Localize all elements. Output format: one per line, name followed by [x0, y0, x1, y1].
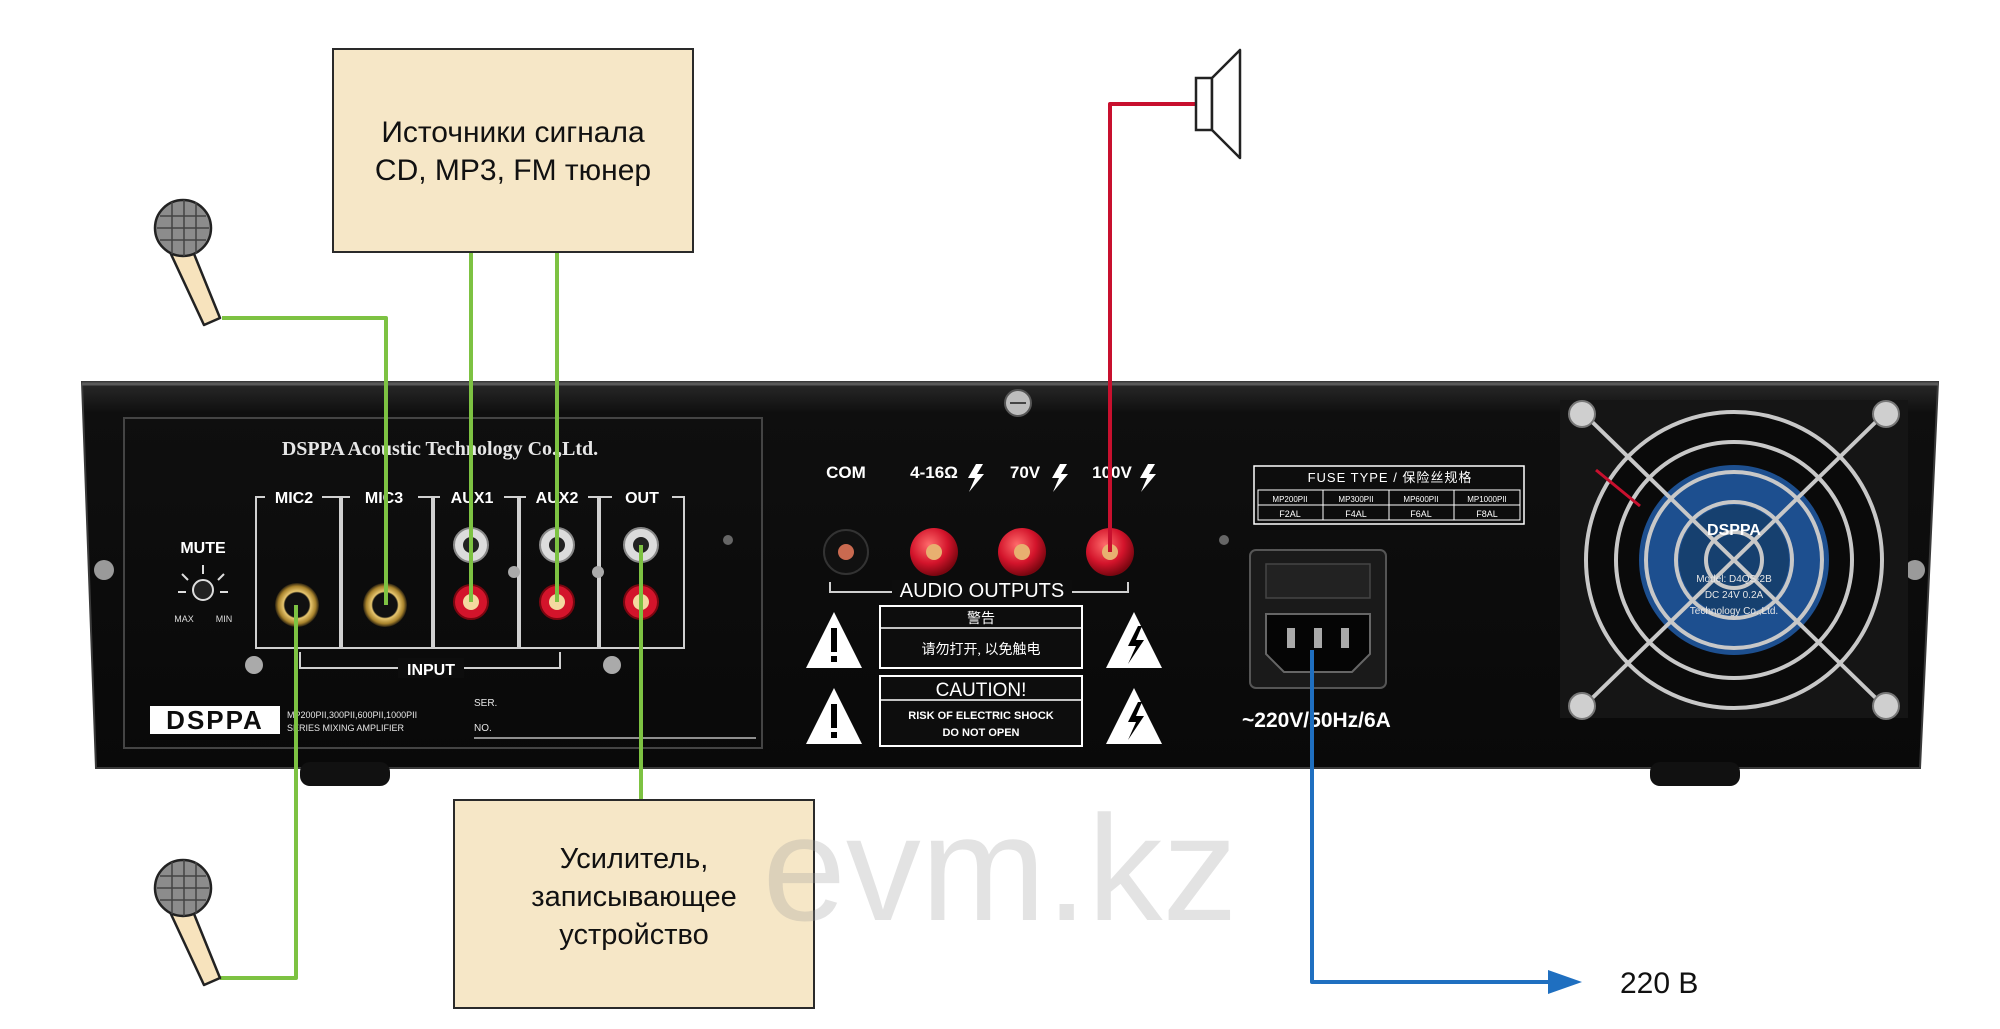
audio-outputs-section: COM 4-16Ω 70V 100V AUDIO OUTPUTS [806, 463, 1162, 747]
blue-wire-mains [1310, 650, 1552, 984]
model-line-2: SERIES MIXING AMPLIFIER [287, 723, 405, 733]
screw-icon [603, 656, 621, 674]
audio-outputs-label: AUDIO OUTPUTS [900, 580, 1064, 602]
ground-screw-icon [592, 566, 604, 578]
amp-line-2: записывающее [531, 881, 736, 913]
fuse-value-cell: F6AL [1410, 509, 1432, 519]
caution-line-1: RISK OF ELECTRIC SHOCK [908, 710, 1054, 722]
iec-power-socket[interactable] [1249, 549, 1387, 689]
70v-label: 70V [1010, 463, 1041, 482]
svg-text:DSPPA: DSPPA [166, 705, 264, 735]
mains-voltage-label: 220 В [1620, 967, 1698, 1000]
com-label: COM [826, 463, 866, 482]
warning-triangle-icon [806, 688, 862, 744]
70v-terminal[interactable] [998, 528, 1046, 576]
fuse-model-cell: MP600PII [1403, 495, 1438, 504]
shock-triangle-icon [1106, 612, 1162, 668]
lightning-icon [968, 464, 984, 492]
mute-label: MUTE [180, 540, 226, 557]
caution-line-2: DO NOT OPEN [942, 727, 1019, 739]
fan-model-line: Model: D4QS-2B [1696, 574, 1772, 585]
loudspeaker-icon [1194, 48, 1242, 160]
fan-brand: DSPPA [1707, 522, 1761, 539]
warning-cn-text: 请勿打开, 以免触电 [922, 641, 1041, 658]
wiring [220, 102, 1582, 994]
amplifier-recorder-box: Усилитель, записывающее устройство [453, 799, 815, 1009]
ohm-terminal[interactable] [910, 528, 958, 576]
arrow-right-icon [1548, 970, 1582, 994]
sources-line-2: CD, MP3, FM тюнер [375, 154, 651, 187]
mic2-label: MIC2 [275, 490, 313, 507]
max-label: MAX [174, 614, 194, 624]
watermark: evm.kz [762, 784, 1237, 952]
fuse-table-title: FUSE TYPE / 保险丝规格 [1308, 470, 1473, 485]
caution-title: CAUTION! [936, 680, 1027, 701]
com-terminal[interactable] [823, 529, 869, 575]
ser-label: SER. [474, 698, 497, 709]
microphone-icon [153, 858, 222, 987]
fuse-model-cell: MP300PII [1338, 495, 1373, 504]
screw-icon [94, 560, 114, 580]
green-wire-mic3 [222, 316, 388, 605]
cooling-fan [1560, 400, 1908, 720]
fuse-model-cell: MP1000PII [1467, 495, 1507, 504]
lightning-icon [1140, 464, 1156, 492]
lightning-icon [1052, 464, 1068, 492]
ground-screw-icon [508, 566, 520, 578]
ohm-label: 4-16Ω [910, 463, 958, 482]
screw-icon [723, 535, 733, 545]
screw-icon [245, 656, 263, 674]
input-label: INPUT [407, 662, 455, 679]
red-wire-speaker [1108, 102, 1196, 552]
amp-line-1: Усилитель, [560, 843, 709, 875]
microphone-icon [153, 198, 222, 327]
power-section: FUSE TYPE / 保险丝规格 MP200PII MP300PII MP60… [1242, 400, 1908, 732]
warning-cn-title: 警告 [967, 611, 995, 627]
fuse-value-cell: F8AL [1476, 509, 1498, 519]
amp-line-3: устройство [559, 919, 708, 951]
100v-label: 100V [1092, 463, 1132, 482]
fan-maker-line: Technology Co.,Ltd. [1690, 606, 1778, 617]
out-label: OUT [625, 490, 659, 507]
fuse-value-cell: F2AL [1279, 509, 1301, 519]
warning-triangle-icon [806, 612, 862, 668]
sources-line-1: Источники сигнала [381, 116, 645, 149]
no-label: NO. [474, 723, 492, 734]
fuse-model-cell: MP200PII [1272, 495, 1307, 504]
screw-icon [1905, 560, 1925, 580]
power-rating-label: ~220V/50Hz/6A [1242, 709, 1391, 732]
screw-icon [1219, 535, 1229, 545]
model-line-1: MP200PII,300PII,600PII,1000PII [287, 710, 417, 720]
signal-sources-box: Источники сигнала CD, MP3, FM тюнер [332, 48, 694, 253]
fan-spec-line: DC 24V 0.2A [1705, 590, 1764, 601]
brand-title: DSPPA Acoustic Technology Co.,Ltd. [282, 438, 598, 460]
shock-triangle-icon [1106, 688, 1162, 744]
min-label: MIN [216, 614, 233, 624]
rubber-foot [300, 762, 390, 786]
fuse-value-cell: F4AL [1345, 509, 1367, 519]
mute-volume-knob[interactable] [178, 565, 228, 601]
rubber-foot [1650, 762, 1740, 786]
dsppa-logo: DSPPA [150, 705, 280, 735]
green-wire-mic2 [220, 605, 298, 980]
